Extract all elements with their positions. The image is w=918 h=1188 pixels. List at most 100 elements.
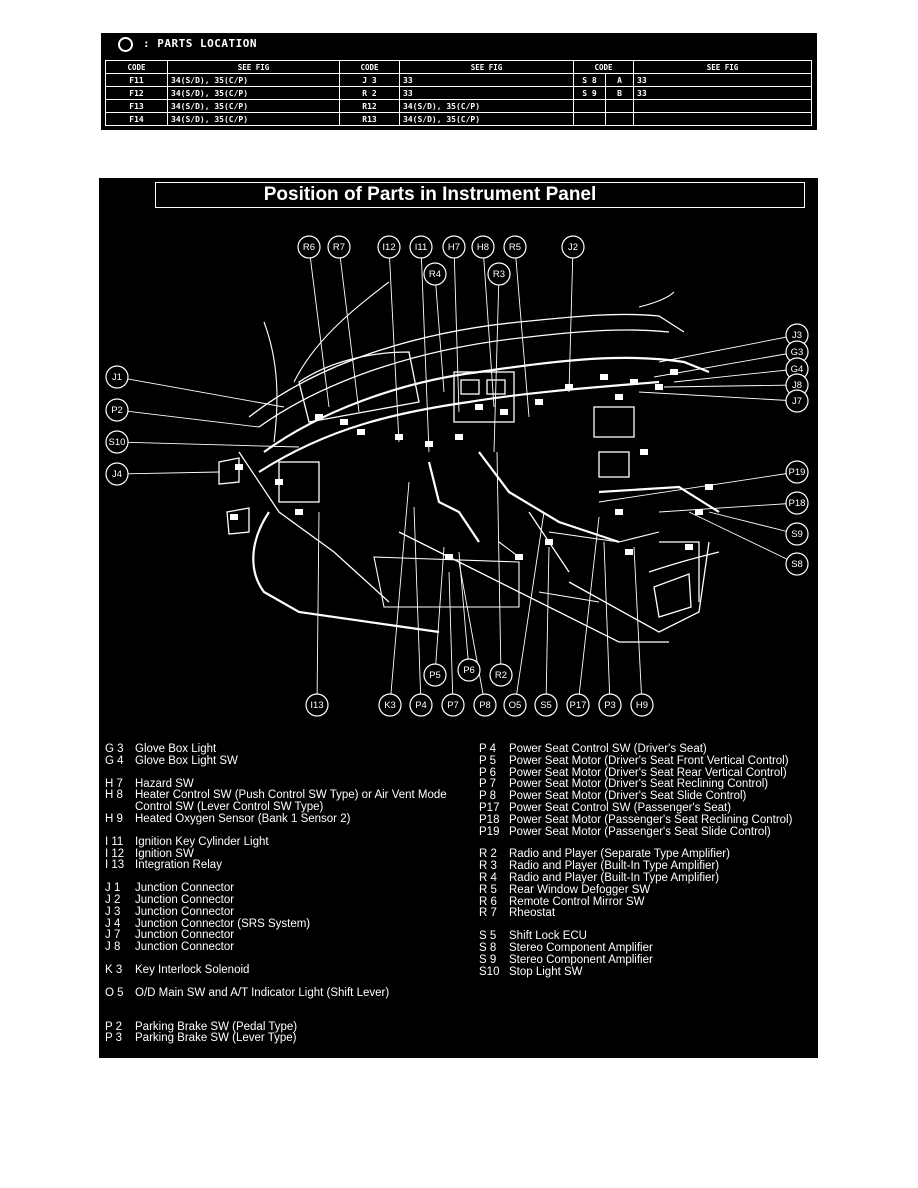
leader-line-p6 (458, 551, 470, 671)
callout-label: J8 (792, 380, 802, 391)
legend-code: J 4 (105, 917, 121, 930)
callout-h8: H8 (471, 235, 495, 259)
callout-circle-icon (785, 552, 809, 576)
callout-s8: S8 (785, 552, 809, 576)
legend-description: Glove Box Light SW (135, 754, 238, 767)
legend-item: G 4 Glove Box Light SW (105, 754, 473, 768)
callout-leader-lines (116, 246, 798, 706)
callout-circle-icon (598, 693, 622, 717)
callout-p18: P18 (785, 491, 809, 515)
callout-s9: S9 (785, 522, 809, 546)
legend-description: Radio and Player (Separate Type Amplifie… (509, 848, 730, 861)
leader-line-r2 (496, 451, 502, 676)
callout-circle-icon (377, 235, 401, 259)
legend-code: O 5 (105, 986, 124, 999)
callout-label: H9 (636, 700, 648, 711)
code-cell: R12 (339, 99, 400, 113)
callout-circle-icon (441, 693, 465, 717)
callout-label: K3 (384, 700, 396, 711)
callout-circle-icon (105, 365, 129, 389)
legend-code: I 12 (105, 847, 125, 860)
leader-line-i13 (316, 511, 320, 706)
callout-j1: J1 (105, 365, 129, 389)
group-cell: B (605, 86, 634, 100)
legend-code: R 3 (479, 860, 497, 873)
callout-circle-icon (297, 235, 321, 259)
see-fig-cell: 34(S/D), 35(C/P) (167, 86, 340, 100)
code-cell: R13 (339, 112, 400, 126)
connector-icon (357, 429, 365, 435)
callout-circle-icon (105, 462, 129, 486)
callout-circle-icon (630, 693, 654, 717)
legend-code: P 5 (479, 754, 497, 767)
connector-icon (275, 479, 283, 485)
connector-icon (535, 399, 543, 405)
connector-icon (475, 404, 483, 410)
header-code: CODE (339, 60, 400, 74)
leader-line-j8 (663, 384, 798, 388)
legend-description: Heated Oxygen Sensor (Bank 1 Sensor 2) (135, 812, 351, 825)
callout-circle-icon (471, 235, 495, 259)
legend-description: Power Seat Control SW (Driver's Seat) (509, 743, 707, 755)
legend-code: R 2 (479, 848, 497, 861)
callout-circle-icon (105, 430, 129, 454)
callout-label: R3 (493, 269, 505, 280)
callout-p4: P4 (409, 693, 433, 717)
callout-r5: R5 (503, 235, 527, 259)
callout-circle-icon (785, 491, 809, 515)
legend-item: R 2 Radio and Player (Separate Type Ampli… (479, 849, 815, 861)
callout-label: R7 (333, 242, 345, 253)
see-fig-cell: 34(S/D), 35(C/P) (167, 112, 340, 126)
callout-label: P19 (789, 467, 806, 478)
connector-icon (600, 374, 608, 380)
legend-description: Shift Lock ECU (509, 930, 587, 943)
leader-line-h9 (633, 546, 643, 706)
callout-label: H8 (477, 242, 489, 253)
legend-description: Junction Connector (SRS System) (135, 917, 311, 930)
legend-code: R 4 (479, 871, 497, 884)
leader-line-p7 (448, 571, 454, 706)
connector-icon (670, 369, 678, 375)
legend-code: S 5 (479, 930, 497, 943)
legend-description: O/D Main SW and A/T Indicator Light (Shi… (135, 986, 390, 999)
legend-spacer (105, 768, 473, 779)
leader-line-p19 (598, 471, 798, 503)
callout-r2: R2 (489, 663, 513, 687)
leader-line-p3 (603, 541, 611, 706)
callout-label: P8 (479, 700, 491, 711)
leader-line-k3 (389, 481, 410, 706)
callout-label: S8 (791, 559, 803, 570)
see-fig-cell: 33 (633, 86, 812, 100)
callout-circle-icon (503, 693, 527, 717)
callout-s5: S5 (534, 693, 558, 717)
connector-icon (705, 484, 713, 490)
legend-code: J 8 (105, 941, 121, 954)
legend-description: Radio and Player (Built-In Type Amplifie… (509, 860, 720, 873)
connector-icon (695, 509, 703, 515)
callout-label: I11 (415, 242, 428, 253)
legend-item: J 4 Junction Connector (SRS System) (105, 917, 473, 931)
see-fig-cell: 34(S/D), 35(C/P) (399, 112, 574, 126)
leader-line-r3 (493, 273, 500, 453)
callout-circle-icon (487, 262, 511, 286)
legend-code: J 3 (105, 905, 121, 918)
code-cell: J 3 (339, 73, 400, 87)
code-cell: R 2 (339, 86, 400, 100)
callout-label: S5 (540, 700, 552, 711)
see-fig-cell: 33 (399, 86, 574, 100)
callout-label: P6 (463, 665, 475, 676)
legend-item: S 5 Shift Lock ECU (479, 930, 815, 943)
group-cell: A (605, 73, 634, 87)
callout-p5: P5 (423, 663, 447, 687)
leader-line-j2 (568, 246, 574, 393)
legend-code: S 9 (479, 953, 497, 966)
callout-label: J3 (792, 330, 802, 341)
legend-code: G 4 (105, 754, 124, 767)
callout-r3: R3 (487, 262, 511, 286)
callout-circle-icon (785, 522, 809, 546)
